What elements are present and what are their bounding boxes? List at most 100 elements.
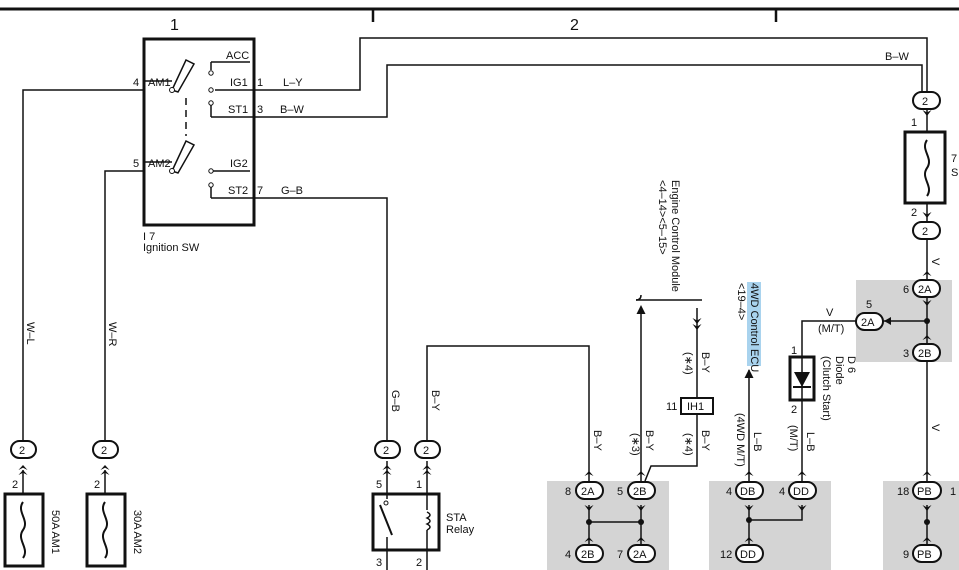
svg-text:2: 2 [19, 445, 25, 457]
svg-text:V: V [929, 424, 941, 432]
ignition-switch-ref: I 7 [143, 231, 155, 243]
svg-text:2A: 2A [918, 284, 932, 296]
svg-text:(4WD M/T): (4WD M/T) [734, 413, 746, 467]
svg-text:V: V [826, 307, 834, 319]
svg-text:2B: 2B [581, 549, 594, 561]
svg-text:18: 18 [897, 486, 909, 498]
svg-text:IH1: IH1 [687, 401, 704, 413]
svg-text:2: 2 [423, 445, 429, 457]
fuse-right: 7 S [903, 130, 958, 205]
svg-text:50A AM1: 50A AM1 [49, 510, 61, 554]
svg-text:1: 1 [950, 486, 956, 498]
svg-text:DB: DB [740, 486, 755, 498]
connector-db-dd-group: DB 4 DD 4 DD 12 [720, 471, 817, 563]
svg-text:ST2: ST2 [228, 185, 248, 197]
svg-text:3: 3 [376, 557, 382, 569]
svg-text:PB: PB [917, 486, 932, 498]
svg-text:5: 5 [866, 299, 872, 311]
svg-text:1: 1 [257, 77, 263, 89]
svg-text:DD: DD [740, 549, 756, 561]
ecm-pins: <4–14><5–15> [656, 180, 668, 255]
svg-text:4: 4 [726, 486, 732, 498]
svg-text:S: S [951, 167, 958, 179]
sta-relay: STA Relay 5 1 3 2 [371, 461, 475, 570]
connector-2-relay-a: 2 [374, 440, 401, 475]
svg-text:30A AM2: 30A AM2 [131, 510, 143, 554]
svg-text:2A: 2A [581, 486, 595, 498]
component-labels: Engine Control Module <4–14><5–15> 4WD C… [656, 180, 857, 421]
svg-text:L–B: L–B [804, 432, 816, 452]
svg-text:2: 2 [94, 479, 100, 491]
connector-2-am1: 2 2 [10, 440, 37, 494]
svg-text:1: 1 [416, 479, 422, 491]
svg-text:(M/T): (M/T) [818, 323, 844, 335]
connector-2a-2b-right-group: 2A 6 2B 3 2A 5 [855, 271, 941, 362]
svg-text:2: 2 [101, 445, 107, 457]
svg-text:11: 11 [666, 401, 677, 413]
svg-text:DD: DD [793, 486, 809, 498]
svg-text:2: 2 [922, 226, 928, 238]
svg-text:12: 12 [720, 549, 732, 561]
svg-text:(M/T): (M/T) [787, 425, 799, 451]
svg-text:PB: PB [917, 549, 932, 561]
svg-text:B–Y: B–Y [429, 390, 441, 411]
svg-text:2: 2 [922, 96, 928, 108]
diode-sub: (Clutch Start) [820, 356, 832, 421]
svg-text:7: 7 [951, 153, 957, 165]
svg-text:9: 9 [903, 549, 909, 561]
svg-text:Relay: Relay [446, 524, 475, 536]
ignition-switch: ACC IG1 ST1 IG2 ST2 AM1 AM2 4 5 1 3 7 I … [133, 37, 263, 254]
ih1-connector: IH1 11 [666, 397, 714, 415]
svg-text:1: 1 [791, 345, 797, 357]
svg-text:5: 5 [133, 158, 139, 170]
svg-text:B–W: B–W [280, 104, 304, 116]
svg-text:2B: 2B [918, 348, 931, 360]
svg-text:G–B: G–B [281, 185, 303, 197]
section-1-label: 1 [170, 17, 179, 34]
svg-text:ST1: ST1 [228, 104, 248, 116]
connector-2-relay-b: 2 [414, 440, 441, 475]
svg-text:(∗3): (∗3) [629, 433, 641, 456]
svg-text:2A: 2A [633, 549, 647, 561]
connector-2-top-right: 2 1 [911, 91, 941, 129]
svg-text:2: 2 [383, 445, 389, 457]
svg-text:1: 1 [911, 117, 917, 129]
svg-text:G–B: G–B [389, 390, 401, 412]
svg-text:7: 7 [617, 549, 623, 561]
svg-text:W–R: W–R [106, 322, 118, 347]
svg-text:5: 5 [617, 486, 623, 498]
ecm-label: Engine Control Module [669, 180, 681, 292]
diode-ref: D 6 [845, 356, 857, 373]
svg-text:8: 8 [565, 486, 571, 498]
svg-text:4: 4 [565, 549, 571, 561]
svg-text:IG1: IG1 [230, 77, 248, 89]
diode-symbol: 1 2 [788, 345, 816, 416]
svg-text:4: 4 [133, 77, 139, 89]
svg-text:(∗4): (∗4) [682, 433, 694, 456]
svg-text:3: 3 [903, 348, 909, 360]
connector-2a-2b-group: 2A 8 2B 5 2B 4 2A 7 [565, 471, 656, 563]
svg-text:W–L: W–L [24, 322, 36, 345]
section-2-label: 2 [570, 17, 579, 34]
section-header: 1 2 [0, 7, 959, 34]
svg-text:B–Y: B–Y [699, 430, 711, 451]
svg-text:5: 5 [376, 479, 382, 491]
connector-pb-group: PB 18 PB 9 1 [897, 471, 956, 563]
svg-text:2: 2 [791, 404, 797, 416]
wire-labels: L–Y B–W B–W G–B G–B B–Y W–L W–R B–Y B–Y … [24, 51, 941, 467]
svg-text:3: 3 [257, 104, 263, 116]
svg-text:2: 2 [911, 207, 917, 219]
svg-text:(∗4): (∗4) [682, 352, 694, 375]
svg-text:2: 2 [416, 557, 422, 569]
svg-text:B–Y: B–Y [699, 352, 711, 373]
wires [22, 37, 928, 545]
svg-text:2A: 2A [861, 317, 875, 329]
fuse-am2: 30A AM2 [85, 492, 143, 568]
svg-text:4: 4 [779, 486, 785, 498]
ecu-pins: <19–4> [735, 283, 747, 320]
svg-text:AM1: AM1 [148, 77, 171, 89]
fuse-am1: 50A AM1 [3, 492, 61, 568]
svg-text:ACC: ACC [226, 50, 249, 62]
svg-text:2: 2 [12, 479, 18, 491]
